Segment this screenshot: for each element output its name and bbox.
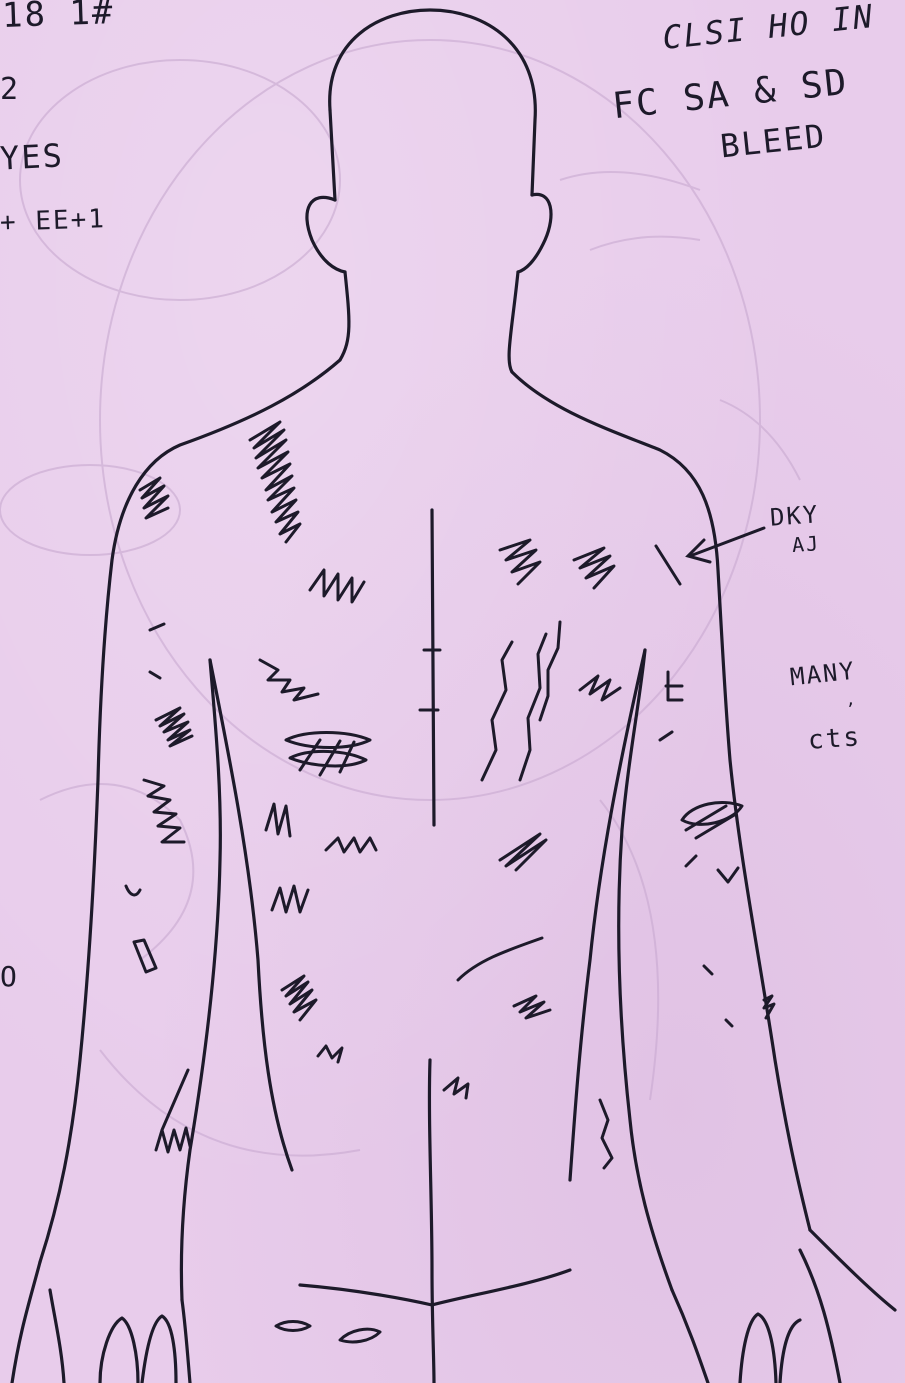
- mark-left-arm-4: [126, 886, 140, 895]
- mark-right-shoulder: [656, 546, 680, 584]
- left-hand: [12, 1262, 40, 1383]
- mark-left-arm-2: [156, 708, 192, 746]
- left-inner-arm: [181, 660, 220, 1300]
- mark-right-arm-3: [660, 732, 672, 740]
- note-top-left-4: + EE+1: [0, 204, 106, 238]
- mark-right-buttock: [600, 1100, 612, 1168]
- body-outline: [12, 10, 895, 1383]
- right-hand: [810, 1230, 895, 1310]
- spine-line: [432, 510, 434, 825]
- mark-right-upper-2: [574, 548, 614, 588]
- note-top-left-3: YES: [0, 136, 65, 177]
- right-shoulder: [512, 372, 810, 1230]
- injury-marks: [126, 422, 774, 1342]
- mark-right-lower-2: [514, 996, 550, 1018]
- note-annotation-2-line2: ,: [846, 690, 858, 709]
- note-top-left-1: 18 1#: [1, 0, 115, 36]
- left-ear: [307, 197, 345, 272]
- mark-right-mid-2: [520, 634, 546, 780]
- note-top-left-2: 2: [0, 72, 20, 107]
- head-left: [330, 110, 335, 200]
- mark-right-mid-1: [482, 642, 512, 780]
- buttock-crease: [429, 1060, 434, 1383]
- neck-right: [509, 272, 518, 372]
- mark-upper-back-left-2: [310, 570, 364, 602]
- mark-right-diag: [500, 834, 546, 870]
- head-outline: [330, 10, 536, 195]
- mark-left-lower-3: [318, 1046, 342, 1062]
- right-ear: [518, 194, 551, 272]
- mark-left-mid-4: [326, 838, 376, 852]
- mark-right-mid-4: [580, 676, 620, 700]
- mark-left-mid-1: [260, 660, 318, 700]
- buttock-right: [432, 1270, 570, 1305]
- mark-right-upper-1: [500, 540, 540, 584]
- note-annotation-1-line2: AJ: [791, 531, 821, 557]
- ghost-show-through: [0, 40, 800, 1156]
- mark-left-mid-3: [266, 804, 290, 836]
- note-annotation-1-line1: DKY: [769, 500, 820, 531]
- neck-left: [340, 272, 349, 360]
- mark-right-mid-3: [540, 622, 560, 720]
- mark-right-arm-4: [686, 856, 738, 882]
- mark-right-lower-1: [458, 938, 542, 980]
- mark-left-lower-2: [282, 976, 316, 1020]
- left-shoulder: [40, 360, 340, 1262]
- mark-upper-back-left-1: [250, 422, 300, 542]
- note-annotation-2-line3: cts: [807, 722, 862, 756]
- note-left-mark: O: [0, 960, 19, 993]
- mark-left-arm-3: [144, 780, 184, 842]
- mark-buttock-left: [276, 1322, 310, 1331]
- mark-buttock-mid: [340, 1329, 380, 1342]
- right-inner-arm: [619, 650, 672, 1290]
- mark-right-arm-1: [682, 802, 742, 838]
- mark-left-lower-1: [272, 886, 308, 912]
- buttock-left: [300, 1285, 432, 1305]
- annotation-arrow: [688, 528, 764, 562]
- left-torso: [210, 660, 292, 1170]
- mark-spine-1: [420, 650, 440, 710]
- mark-right-lower-3: [444, 1078, 468, 1098]
